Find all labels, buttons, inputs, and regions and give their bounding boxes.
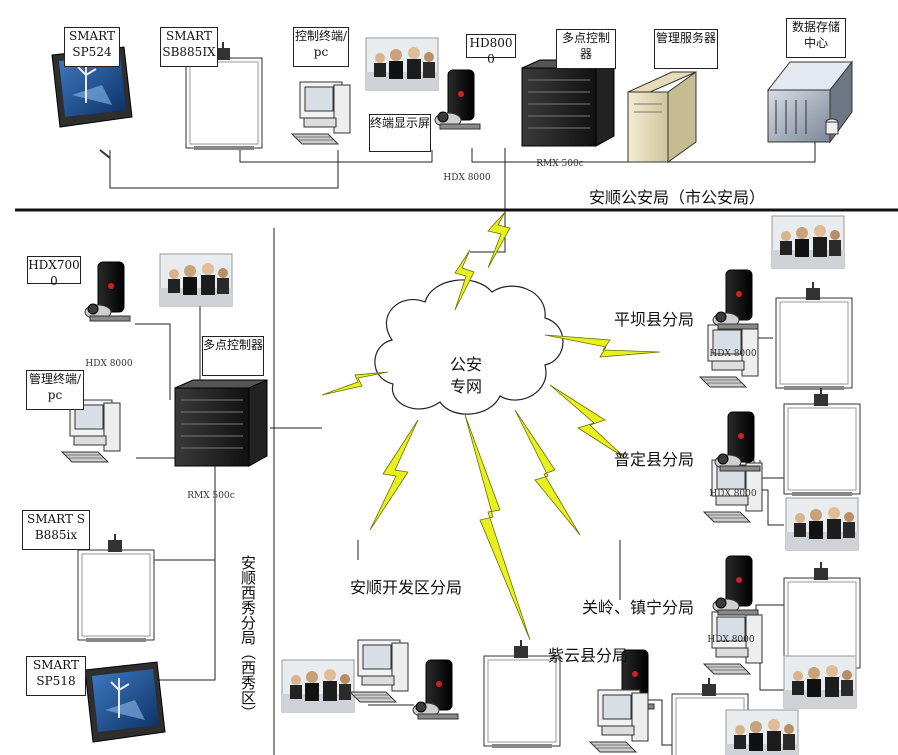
label-xixiu-rmx: RMX 500c — [187, 491, 235, 501]
cloud-label-line1: 公安 — [449, 355, 482, 374]
wireless-links — [321, 211, 661, 641]
label-mgmt-server: 管理服务器 — [654, 29, 718, 69]
label-xixiu-smart-sb885ix: SMART SB885ix — [22, 510, 90, 550]
label-smart-sb885ix: SMART SB885IX — [160, 27, 218, 67]
bolt-puding — [549, 384, 626, 459]
kaifa-codec-icon — [412, 659, 459, 720]
label-storage-center: 数据存储中心 — [786, 18, 846, 58]
bolt-guanling — [514, 409, 581, 536]
label-hd8000: HD8000 — [466, 34, 516, 66]
label-pingba-hdx: HDX 8000 — [709, 349, 757, 359]
pingba-photo — [771, 215, 845, 269]
label-hq-hdx8000: HDX 8000 — [443, 173, 491, 183]
management-server-icon — [627, 71, 697, 163]
smart-sp518-device — [84, 661, 166, 743]
hdx7000-codec-icon — [84, 261, 131, 322]
bolt-hq-cloud — [454, 249, 475, 311]
label-guanling: 关岭、镇宁分局 — [581, 598, 694, 617]
branch-drops — [357, 540, 621, 600]
guanling-board — [783, 561, 861, 671]
label-hq-rmx: RMX 500c — [536, 159, 584, 169]
bolt-kaifa — [369, 419, 419, 531]
puding-board — [783, 387, 861, 497]
label-hdx7000: HDX7000 — [27, 256, 81, 288]
pingba-codec-icon — [712, 269, 759, 330]
puding-photo — [785, 497, 859, 551]
ziyun-pc-icon — [589, 689, 649, 753]
hdx8000-codec-icon — [434, 69, 481, 130]
bolt-pingba — [544, 334, 661, 358]
label-puding-hdx: HDX 8000 — [709, 489, 757, 499]
guanling-codec-icon — [712, 555, 759, 616]
label-xixiu-mcu: 多点控制器 — [202, 336, 264, 376]
xixiu-title: 安顺西秀分局（西秀区） — [239, 555, 257, 720]
label-smart-sp524: SMART SP524 — [64, 27, 120, 67]
bolt-xixiu — [321, 371, 389, 396]
stylus-icon — [99, 149, 111, 159]
xixiu-rmx-rack-icon — [174, 379, 268, 467]
label-ziyun: 紫云县分局 — [547, 646, 628, 665]
control-pc-icon — [291, 81, 351, 145]
pingba-board — [775, 281, 853, 391]
hq-display-photo — [365, 37, 439, 91]
xixiu-smart-board — [77, 533, 155, 643]
cloud-label-line2: 专网 — [449, 377, 482, 396]
label-terminal-display: 终端显示屏 — [369, 114, 431, 152]
hq-title: 安顺公安局（市公安局） — [588, 188, 765, 207]
bolt-ziyun — [464, 414, 531, 641]
bolt-hq — [487, 211, 511, 269]
rmx-mcu-rack-icon — [521, 59, 615, 147]
xixiu-display-photo — [159, 253, 233, 307]
kaifa-photo — [281, 659, 355, 713]
label-xixiu-hdx8000: HDX 8000 — [85, 359, 133, 369]
label-puding: 普定县分局 — [613, 450, 694, 469]
label-control-terminal: 控制终端/pc — [293, 27, 349, 67]
label-guanling-hdx: HDX 8000 — [707, 635, 755, 645]
guanling-photo — [783, 655, 857, 709]
label-smart-sp518: SMART SP518 — [26, 656, 86, 696]
label-hq-mcu: 多点控制器 — [556, 29, 616, 69]
kaifa-pc-icon — [349, 639, 409, 703]
storage-center-icon — [766, 60, 854, 144]
label-pingba: 平坝县分局 — [613, 310, 694, 329]
network-cloud — [374, 279, 564, 415]
label-xixiu-mgmt-terminal: 管理终端/pc — [26, 370, 84, 410]
label-kaifa: 安顺开发区分局 — [349, 578, 462, 597]
ziyun-photo — [725, 709, 799, 755]
